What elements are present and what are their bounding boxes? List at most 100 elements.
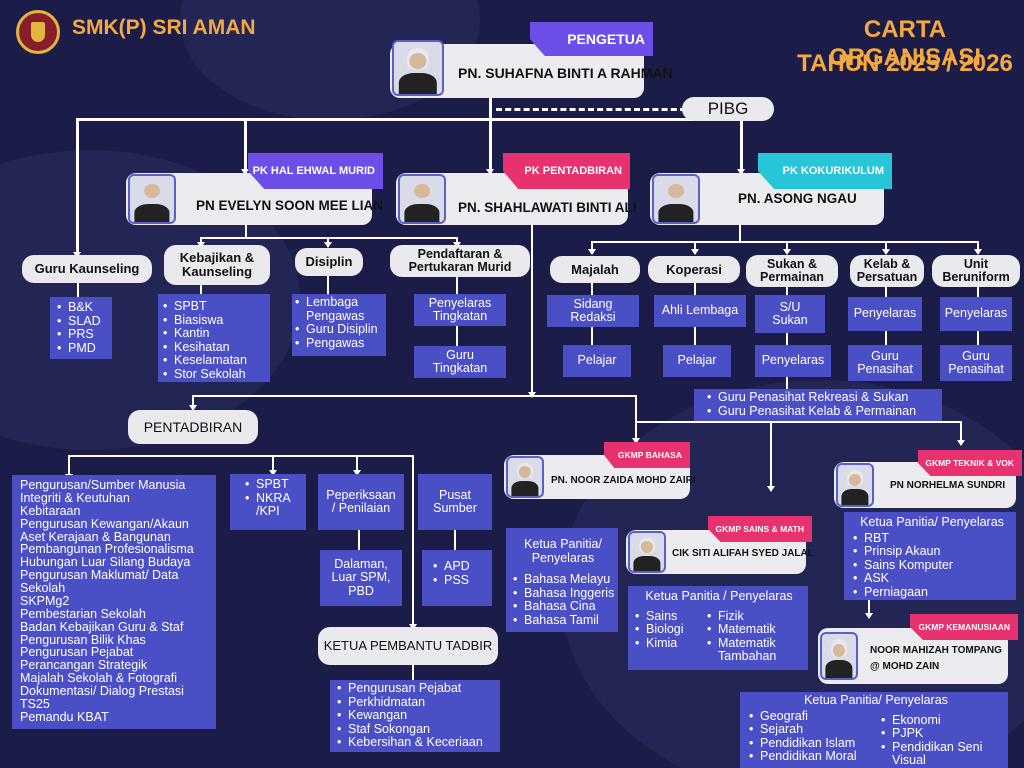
list-item: RBT (850, 531, 1014, 546)
pk-admin-tag: PK PENTADBIRAN (503, 153, 630, 189)
school-crest-icon (16, 10, 60, 54)
majalah-pelajar-box: Pelajar (563, 345, 631, 377)
list-item: PMD (54, 341, 110, 356)
gkmp-sains-name: CIK SITI ALIFAH SYED JALAL (672, 548, 814, 559)
list-item: Pengurusan Bilik Khas (20, 632, 146, 647)
list-item: Fizik (704, 609, 804, 624)
unit-penyelaras-box: Penyelaras (940, 297, 1012, 331)
list-item: APD (430, 559, 492, 574)
list-item: Kebitaraan (20, 503, 81, 518)
su-sukan-box: S/U Sukan (755, 295, 825, 333)
gkmp-bahasa-box: Ketua Panitia/ Penyelaras Bahasa MelayuB… (506, 528, 618, 632)
list-item: Prinsip Akaun (850, 544, 1014, 559)
list-item: Guru Penasihat Kelab & Permainan (704, 404, 938, 419)
majalah-pill: Majalah (550, 256, 640, 283)
gkmp-kemanusiaan-photo (820, 632, 858, 680)
gkmp-bahasa-photo (506, 456, 544, 498)
school-name: SMK(P) SRI AMAN (72, 16, 256, 39)
list-item: PSS (430, 573, 492, 588)
list-item: SLAD (54, 314, 110, 329)
gkmp-sains-photo (628, 531, 666, 573)
list-item: Pembangunan Profesionalisma (20, 542, 194, 557)
box-heading: Ketua Panitia/ Penyelaras (804, 693, 948, 707)
list-item: NKRA /KPI (242, 491, 306, 519)
list-item: Ekonomi (878, 713, 1002, 728)
principal-role-tag: PENGETUA (530, 22, 653, 56)
chart-year: TAHUN 2025 / 2026 (797, 50, 1013, 77)
list-item: SKPMg2 (20, 593, 70, 608)
kaunseling-pill: Guru Kaunseling (22, 255, 152, 283)
guru-tingkatan-box: Guru Tingkatan (414, 346, 506, 378)
gkmp-sains-box: Ketua Panitia / Penyelaras SainsBiologiK… (628, 586, 808, 670)
list-item: Badan Kebajikan Guru & Staf (20, 619, 184, 634)
pk-hem-tag: PK HAL EHWAL MURID (248, 153, 383, 189)
sukan-pill: Sukan &Permainan (746, 255, 838, 287)
gkmp-teknik-box: Ketua Panitia/ Penyelaras RBTPrinsip Aka… (844, 512, 1016, 600)
sidang-redaksi-box: Sidang Redaksi (547, 295, 639, 327)
pk-koko-photo (652, 174, 700, 224)
kelab-pill: Kelab &Persatuan (850, 255, 924, 287)
kebajikan-title-line: Kebajikan & (179, 250, 255, 266)
list-item: Pembestarian Sekolah (20, 606, 146, 621)
list-item: Pendidikan Moral (746, 749, 878, 764)
list-item: Biasiswa (160, 313, 268, 328)
unit-title-line: Beruniform (942, 270, 1010, 284)
box-heading: Ketua Panitia/ Penyelaras (860, 515, 1004, 529)
guru-penasihat-box: Guru Penasihat Rekreasi & SukanGuru Pena… (694, 389, 942, 421)
kpt-pill: KETUA PEMBANTU TADBIR (318, 627, 498, 665)
list-item: Aset Kerajaan & Bangunan (20, 529, 171, 544)
principal-name: PN. SUHAFNA BINTI A RAHMAN (458, 65, 673, 81)
list-item: Geografi (746, 709, 878, 724)
list-item: Pemandu KBAT (20, 709, 109, 724)
list-item: Keselamatan (160, 353, 268, 368)
box-heading: Ketua Panitia / Penyelaras (645, 589, 793, 603)
unit-title-line: Unit (963, 256, 989, 271)
list-item: Pengurusan Maklumat/ Data Sekolah (20, 568, 179, 595)
gkmp-teknik-name: PN NORHELMA SUNDRI (890, 480, 1006, 491)
list-item: Pengurusan Pejabat (20, 645, 134, 660)
list-item: Bahasa Melayu (510, 572, 616, 587)
pk-hem-photo (128, 174, 176, 224)
list-item: Sains Komputer (850, 558, 1014, 573)
penyelaras-tingkatan-box: Penyelaras Tingkatan (414, 294, 506, 326)
pk-koko-name: PN. ASONG NGAU (738, 191, 857, 206)
pendaftaran-title-line: Pertukaran Murid (408, 260, 512, 274)
list-item: Pendidikan Islam (746, 736, 878, 751)
koperasi-pelajar-box: Pelajar (663, 345, 731, 377)
gkmp-kemanusiaan-name: NOOR MAHIZAH TOMPANG (870, 645, 1002, 656)
list-item: Staf Sokongan (334, 722, 500, 737)
list-item: Bahasa Inggeris (510, 586, 616, 601)
list-item: Hubungan Luar Silang Budaya (20, 555, 191, 570)
gkmp-bahasa-name: PN. NOOR ZAIDA MOHD ZAIRI (551, 475, 696, 486)
list-item: SPBT (242, 477, 306, 492)
list-item: PRS (54, 327, 110, 342)
sukan-penyelaras-box: Penyelaras (755, 345, 831, 377)
list-item: Kantin (160, 326, 268, 341)
box-heading: Ketua Panitia/ Penyelaras (524, 537, 602, 565)
peperiksaan-box: Peperiksaan / Penilaian (318, 474, 404, 530)
dalaman-box: Dalaman, Luar SPM, PBD (320, 550, 402, 606)
kelab-title-line: Persatuan (856, 270, 918, 284)
list-item: Bahasa Tamil (510, 613, 616, 628)
ahli-lembaga-box: Ahli Lembaga (654, 295, 746, 327)
gkmp-teknik-tag: GKMP TEKNIK & VOK (918, 450, 1022, 476)
pk-admin-name: PN. SHAHLAWATI BINTI ALI (458, 200, 637, 215)
pendaftaran-pill: Pendaftaran &Pertukaran Murid (390, 245, 530, 277)
sukan-title-line: Permainan (760, 270, 824, 284)
list-item: SPBT (160, 299, 268, 314)
pentadbiran-list-box: Pengurusan/Sumber Manusia Integriti & Ke… (12, 475, 216, 729)
list-item: Integriti & Keutuhan (20, 490, 130, 505)
pibg-box: PIBG (682, 97, 774, 121)
list-item: PJPK (878, 726, 1002, 741)
pk-koko-tag: PK KOKURIKULUM (758, 153, 892, 189)
list-item: Pengurusan/Sumber Manusia (20, 478, 186, 492)
list-item: Bahasa Cina (510, 599, 616, 614)
koperasi-pill: Koperasi (648, 256, 740, 283)
pk-hem-name: PN EVELYN SOON MEE LIAN (196, 198, 384, 213)
kelab-penyelaras-box: Penyelaras (848, 297, 922, 331)
list-item: Matematik (704, 622, 804, 637)
list-item: B&K (54, 300, 110, 315)
chart-title: CARTA ORGANISASI (828, 16, 981, 71)
list-item: ASK (850, 571, 1014, 586)
list-item: Kewangan (334, 708, 500, 723)
